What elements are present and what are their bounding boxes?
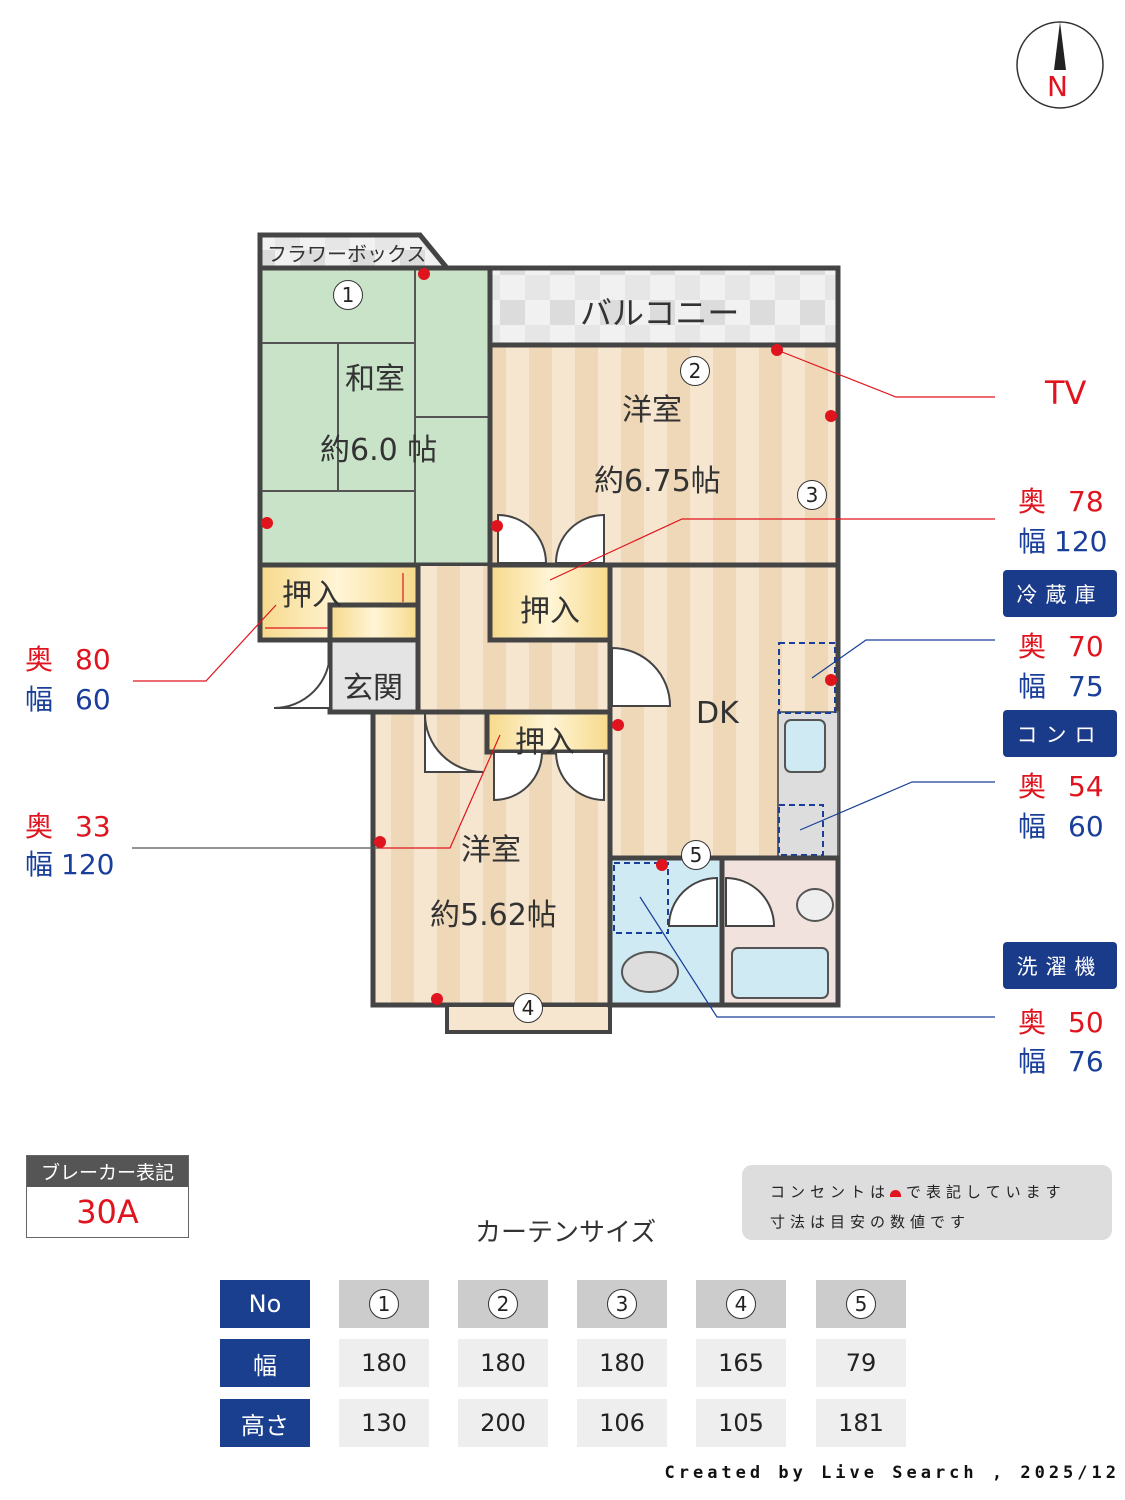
yoshitsu-room-1 <box>487 342 841 568</box>
compass-north-label: N <box>1047 70 1068 103</box>
curtain-no: 1 <box>369 1289 399 1319</box>
width-label: 幅 <box>25 848 54 881</box>
stove-badge: コンロ <box>1003 710 1117 757</box>
oshiire-2-label: 押入 <box>520 594 580 629</box>
stove-width: 60 <box>1068 810 1104 843</box>
yoshitsu2-name: 洋室 <box>461 833 521 868</box>
note-line1a: コンセントは <box>770 1183 891 1201</box>
stove-depth: 54 <box>1068 770 1104 803</box>
washer-width: 76 <box>1068 1045 1104 1078</box>
outlet-markers <box>261 268 837 1005</box>
oshiire-3 <box>484 709 613 755</box>
curtain-height: 106 <box>577 1399 667 1447</box>
outlet-icon <box>890 1190 902 1197</box>
window-marker-5: 5 <box>681 840 711 870</box>
curtain-no: 4 <box>726 1289 756 1319</box>
curtain-height: 200 <box>458 1399 548 1447</box>
window-marker-4: 4 <box>513 993 543 1023</box>
notes-box: コンセントはで表記しています 寸法は目安の数値です <box>742 1165 1112 1240</box>
washitsu-size: 約6.0 帖 <box>320 433 438 468</box>
washitsu-name: 和室 <box>345 362 405 397</box>
depth-value: 78 <box>1068 485 1104 518</box>
width-label: 幅 <box>1018 810 1047 843</box>
depth-label: 奥 <box>25 810 54 843</box>
curtain-height: 105 <box>696 1399 786 1447</box>
row-header-no: No <box>220 1280 310 1328</box>
curtain-no: 2 <box>488 1289 518 1319</box>
breaker-box: ブレーカー表記 30A <box>26 1155 189 1238</box>
curtain-title: カーテンサイズ <box>475 1218 657 1248</box>
closet3-width: 120 <box>61 848 115 881</box>
width-label: 幅 <box>1018 1045 1047 1078</box>
curtain-width: 180 <box>458 1339 548 1387</box>
dk-label: DK <box>696 696 739 731</box>
width-label: 幅 <box>25 683 54 716</box>
curtain-width: 180 <box>339 1339 429 1387</box>
row-header-width: 幅 <box>220 1339 310 1387</box>
yoshitsu1-name: 洋室 <box>622 393 682 428</box>
width-value: 120 <box>1054 525 1108 558</box>
window-marker-2: 2 <box>680 356 710 386</box>
note-line2: 寸法は目安の数値です <box>770 1213 971 1231</box>
curtain-height: 130 <box>339 1399 429 1447</box>
depth-label: 奥 <box>1018 1006 1047 1039</box>
footer-credit: Created by Live Search , 2025/12 <box>664 1463 1120 1483</box>
depth-label: 奥 <box>1018 630 1047 663</box>
yoshitsu2-size: 約5.62帖 <box>430 898 557 933</box>
curtain-width: 79 <box>816 1339 906 1387</box>
compass-icon <box>1016 21 1104 109</box>
closet1-depth: 80 <box>75 643 111 676</box>
depth-label: 奥 <box>1018 485 1047 518</box>
depth-label: 奥 <box>25 643 54 676</box>
balcony-label: バルコニー <box>580 294 740 332</box>
tv-label: TV <box>1045 374 1087 412</box>
closet1-width: 60 <box>75 683 111 716</box>
curtain-width: 180 <box>577 1339 667 1387</box>
washer-badge: 洗濯機 <box>1003 942 1117 989</box>
fridge-badge: 冷蔵庫 <box>1003 570 1117 617</box>
oshiire-3-label: 押入 <box>515 725 575 760</box>
window-marker-3: 3 <box>797 480 827 510</box>
oshiire-1-label: 押入 <box>282 578 342 613</box>
breaker-title: ブレーカー表記 <box>27 1156 188 1187</box>
closet3-depth: 33 <box>75 810 111 843</box>
width-label: 幅 <box>1018 670 1047 703</box>
yoshitsu1-size: 約6.75帖 <box>594 464 721 499</box>
washer-depth: 50 <box>1068 1006 1104 1039</box>
fridge-width: 75 <box>1068 670 1104 703</box>
flower-box-label: フラワーボックス <box>267 242 427 266</box>
window-marker-1: 1 <box>333 280 363 310</box>
curtain-no: 3 <box>607 1289 637 1319</box>
curtain-height: 181 <box>816 1399 906 1447</box>
note-line1b: で表記しています <box>906 1183 1066 1201</box>
genkan-label: 玄関 <box>343 671 403 706</box>
fridge-depth: 70 <box>1068 630 1104 663</box>
depth-label: 奥 <box>1018 770 1047 803</box>
row-header-height: 高さ <box>220 1399 310 1447</box>
breaker-value: 30A <box>76 1193 139 1231</box>
width-label: 幅 <box>1018 525 1047 558</box>
curtain-width: 165 <box>696 1339 786 1387</box>
curtain-no: 5 <box>846 1289 876 1319</box>
